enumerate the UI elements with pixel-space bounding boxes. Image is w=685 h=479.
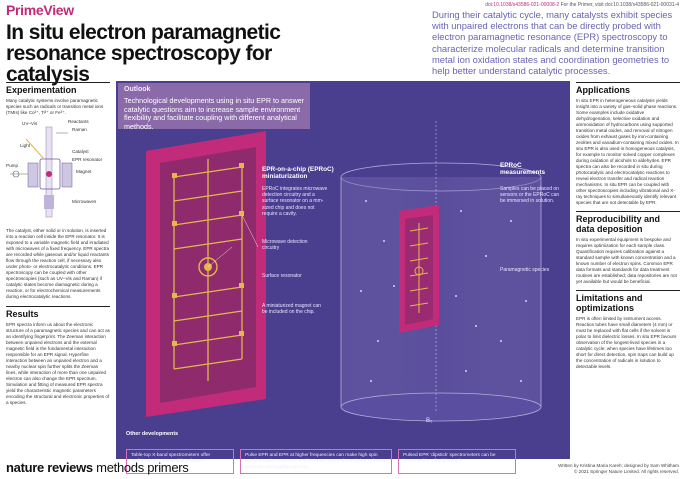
right-column: Applications In situ EPR in heterogeneou… bbox=[576, 82, 680, 370]
outlook-heading: Outlook bbox=[124, 86, 151, 93]
label-microwaves: Microwaves bbox=[72, 199, 97, 204]
development-box-3: Pulsed EPR ‘dipstick’ spectrometers can … bbox=[398, 449, 516, 474]
label-light: Light bbox=[20, 143, 30, 148]
outlook-text: Technological developments using in situ… bbox=[124, 96, 305, 131]
label-uv-vis: UV–Vis bbox=[22, 121, 38, 126]
surface-resonator-ring bbox=[198, 257, 218, 277]
label-raman: Raman bbox=[72, 127, 87, 132]
reproducibility-heading: Reproducibility and data deposition bbox=[576, 211, 680, 234]
page-title: In situ electron paramagnetic resonance … bbox=[6, 21, 281, 86]
credit-block: Written by Kristina Maria Kareh; designe… bbox=[558, 463, 679, 475]
label-reactants: Reactants bbox=[68, 119, 89, 124]
doi-primary[interactable]: doi:10.1038/s43586-021-00008-2 bbox=[485, 2, 560, 8]
label-surface-resonator: Surface resonator bbox=[262, 273, 302, 279]
applications-heading: Applications bbox=[576, 82, 680, 95]
label-detection-circuitry: Microwave detection circuitry bbox=[262, 239, 308, 252]
logo-bold: nature reviews bbox=[6, 460, 93, 475]
experimentation-heading: Experimentation bbox=[6, 82, 110, 95]
left-column: Experimentation Many catalytic systems i… bbox=[6, 82, 110, 406]
other-developments-heading: Other developments bbox=[126, 431, 179, 437]
results-body: EPR spectra inform us about the electron… bbox=[6, 322, 110, 405]
doi-line: doi:10.1038/s43586-021-00008-2 For the P… bbox=[485, 2, 679, 8]
outlook-panel bbox=[116, 81, 570, 459]
development-box-1: Table-top X-band spectrometers offer per… bbox=[126, 449, 234, 474]
outlook-illustration bbox=[146, 121, 542, 422]
label-catalyst: Catalyst bbox=[72, 149, 89, 154]
chip-heading: EPR-on-a-chip (EPRoC) miniaturization bbox=[262, 166, 334, 181]
experimentation-intro: Many catalytic systems involve paramagne… bbox=[6, 98, 104, 115]
journal-logo: nature reviews methods primers bbox=[6, 460, 189, 475]
chip-description: EPRoC integrates microwave detection cir… bbox=[262, 186, 328, 217]
credit-copyright: © 2021 Springer Nature Limited. All righ… bbox=[573, 469, 679, 474]
applications-body: In situ EPR in heterogeneous catalysis y… bbox=[576, 98, 679, 205]
label-epr-resonator: EPR resonator bbox=[72, 157, 103, 162]
limitations-heading: Limitations and optimizations bbox=[576, 290, 680, 313]
reproducibility-body: In situ experimental equipment is bespok… bbox=[576, 237, 677, 284]
development-box-2: Pulse EPR and EPR at higher frequencies … bbox=[240, 449, 392, 474]
paramagnetic-species-dots bbox=[360, 200, 527, 382]
label-magnet: Magnet bbox=[76, 169, 92, 174]
doi-rest: For the Primer, visit doi:10.1038/s43586… bbox=[560, 2, 679, 8]
label-pump: Pump bbox=[6, 163, 19, 168]
series-label: PrimeView bbox=[6, 2, 74, 18]
credit-authors: Written by Kristina Maria Kareh; designe… bbox=[558, 463, 679, 468]
measurements-heading: EPRoC measurements bbox=[500, 162, 546, 177]
limitations-body: EPR is often limited by instrument acces… bbox=[576, 316, 677, 369]
intro-paragraph: During their catalytic cycle, many catal… bbox=[432, 9, 673, 77]
logo-light: methods primers bbox=[96, 460, 189, 475]
results-heading: Results bbox=[6, 306, 110, 319]
outlook-tab bbox=[118, 83, 310, 129]
field-label-b0: B₀ bbox=[426, 418, 433, 424]
label-miniaturized-magnet: A miniaturized magnet can be included on… bbox=[262, 303, 321, 316]
measurements-description: Samples can be placed on sensors or the … bbox=[500, 186, 560, 205]
experimentation-body: The catalyst, either solid or in solutio… bbox=[6, 228, 110, 299]
experiment-setup-figure: UV–Vis Reactants Raman Light Catalyst EP… bbox=[6, 119, 110, 225]
label-paramagnetic-species: Paramagnetic species bbox=[500, 267, 550, 273]
experiment-setup-diagram bbox=[10, 126, 73, 218]
